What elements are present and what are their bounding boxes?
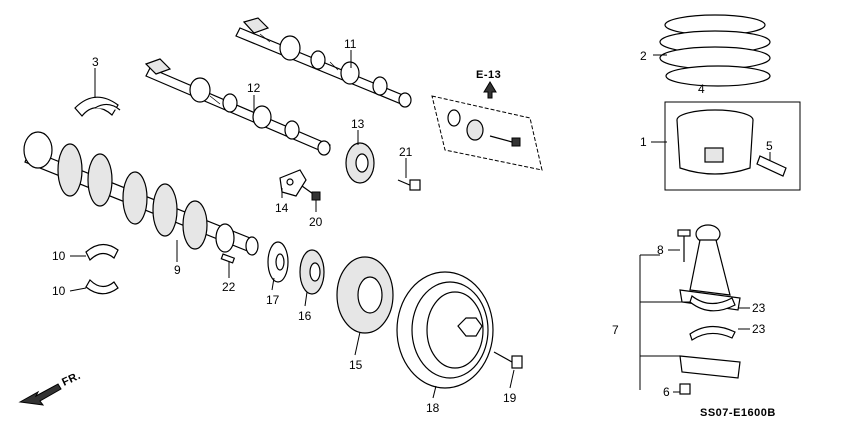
main-bearing-upper xyxy=(74,96,121,117)
callout-16: 16 xyxy=(298,309,312,323)
callout-5: 5 xyxy=(766,139,773,153)
callout-6: 6 xyxy=(663,385,670,399)
diagram-code: SS07-E1600B xyxy=(700,407,776,419)
front-arrow xyxy=(18,383,62,406)
plate-bolt xyxy=(301,185,321,201)
callout-7: 7 xyxy=(612,323,619,337)
callout-14: 14 xyxy=(275,201,289,215)
callout-1: 1 xyxy=(640,135,647,149)
crankshaft xyxy=(23,131,259,256)
callout-10b: 10 xyxy=(52,284,66,298)
callout-8: 8 xyxy=(657,243,664,257)
rod-bearing-upper xyxy=(689,295,736,312)
pulley-bolt xyxy=(397,179,421,191)
crankshaft-pulley xyxy=(396,271,494,389)
callout-20: 20 xyxy=(309,215,323,229)
callout-2: 2 xyxy=(640,49,647,63)
callout-21: 21 xyxy=(399,145,413,159)
callout-22: 22 xyxy=(222,280,236,294)
callout-10a: 10 xyxy=(52,249,66,263)
callout-19: 19 xyxy=(503,391,517,405)
tensioner-plate xyxy=(279,169,307,197)
camshaft-upper xyxy=(235,17,412,108)
camshaft-lower xyxy=(144,58,331,156)
rod-bearing-lower xyxy=(689,325,736,341)
crankshaft-timing-gear xyxy=(299,249,325,295)
connecting-rod xyxy=(679,224,741,311)
main-bearing-a xyxy=(85,243,119,262)
main-bearing-b xyxy=(85,279,119,295)
leader-lines xyxy=(69,50,771,399)
front-label: FR. xyxy=(60,370,83,389)
rod-nut xyxy=(679,383,691,395)
reference-label: E-13 xyxy=(476,69,501,81)
callout-12: 12 xyxy=(247,81,261,95)
camshaft-pulley-small xyxy=(345,142,375,184)
callout-11: 11 xyxy=(344,37,357,51)
piston-pin xyxy=(756,155,787,177)
piston-ring-set xyxy=(659,14,771,87)
woodruff-key xyxy=(220,253,236,264)
timing-belt-pulley xyxy=(336,256,394,334)
callout-15: 15 xyxy=(349,358,363,372)
callout-18: 18 xyxy=(426,401,440,415)
piston-assembly-box xyxy=(664,101,801,191)
crankshaft-pulley-bolt xyxy=(493,351,523,369)
callout-23a: 23 xyxy=(752,301,766,315)
callout-13: 13 xyxy=(351,117,365,131)
callout-23b: 23 xyxy=(752,322,766,336)
washer xyxy=(267,241,289,283)
callout-3: 3 xyxy=(92,55,99,69)
rod-bolt xyxy=(677,229,691,262)
rod-cap xyxy=(679,355,741,379)
callout-17: 17 xyxy=(266,293,280,307)
reference-arrow xyxy=(483,81,497,99)
reference-box xyxy=(431,95,543,171)
callout-9: 9 xyxy=(174,263,181,277)
piston xyxy=(676,109,754,175)
callout-4: 4 xyxy=(698,82,705,96)
